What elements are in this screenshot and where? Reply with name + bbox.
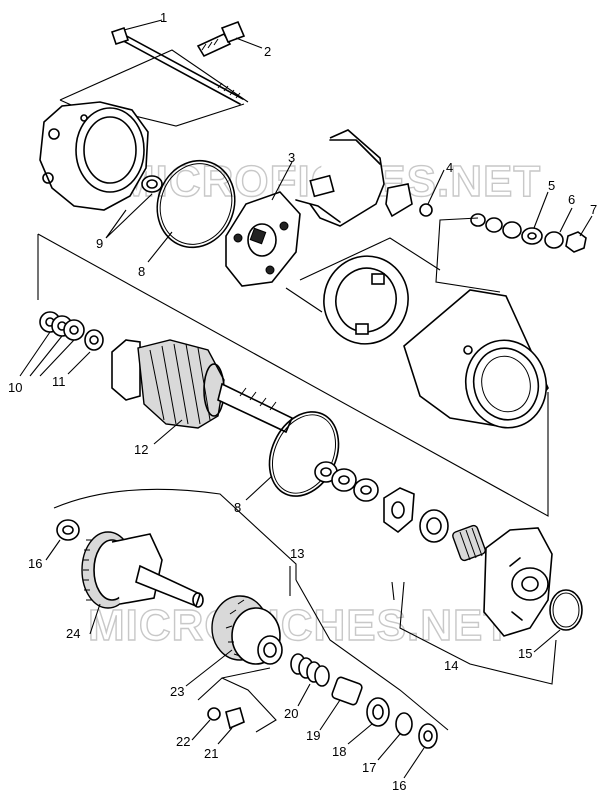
callout-2: 2	[264, 44, 271, 59]
front-cover-part	[39, 101, 163, 211]
callout-15: 15	[518, 646, 532, 661]
o-ring-15-part	[549, 589, 583, 631]
clutch-assembly-23	[211, 595, 283, 665]
nut-21-part	[225, 707, 245, 730]
guide-lines-washers	[435, 217, 501, 293]
yoke-housing-part	[403, 289, 549, 429]
callout-8-lower: 8	[234, 500, 241, 515]
washer-set-5-7	[470, 213, 587, 253]
callout-23: 23	[170, 684, 184, 699]
bracket-13-top	[53, 488, 297, 580]
spring-20-part	[290, 653, 330, 687]
gear-shaft-24-part	[81, 531, 204, 609]
washer-16-lower-part	[418, 723, 438, 749]
terminal-assembly-part	[295, 129, 413, 227]
washer-22-part	[207, 707, 221, 721]
callout-19: 19	[306, 728, 320, 743]
callout-3: 3	[288, 150, 295, 165]
brush-holder-part	[225, 191, 301, 287]
sleeve-19-part	[331, 676, 363, 706]
callout-5: 5	[548, 178, 555, 193]
callout-24: 24	[66, 626, 80, 641]
washer-11-part	[84, 329, 104, 351]
callout-13: 13	[290, 546, 304, 561]
bearing-18-part	[366, 697, 390, 727]
callout-9: 9	[96, 236, 103, 251]
callout-7: 7	[590, 202, 597, 217]
clip-17-part	[395, 712, 413, 736]
lock-plate-part	[383, 487, 415, 534]
washer-16-upper-part	[56, 519, 80, 541]
short-bolt-part	[196, 20, 246, 58]
callout-10: 10	[8, 380, 22, 395]
callout-22: 22	[176, 734, 190, 749]
washer-group-mid	[314, 461, 379, 502]
callout-17: 17	[362, 760, 376, 775]
callout-16-lower: 16	[392, 778, 406, 793]
leader-lines	[19, 19, 593, 779]
bracket-14	[399, 581, 557, 685]
callout-6: 6	[568, 192, 575, 207]
callout-20: 20	[284, 706, 298, 721]
callout-16-upper: 16	[28, 556, 42, 571]
o-ring-upper-part	[156, 159, 236, 249]
guide-line-long	[37, 233, 549, 517]
callout-18: 18	[332, 744, 346, 759]
callout-12: 12	[134, 442, 148, 457]
rear-housing-part	[483, 527, 553, 637]
through-bolt-part	[110, 26, 244, 105]
callout-8-upper: 8	[138, 264, 145, 279]
bearing-group	[419, 509, 486, 562]
callout-11: 11	[52, 374, 66, 389]
callout-14: 14	[444, 658, 458, 673]
callout-21: 21	[204, 746, 218, 761]
washer-stack-10	[39, 311, 85, 341]
armature-part	[111, 339, 294, 434]
brush-ring-part	[323, 255, 409, 345]
callout-labels: 1 2 3 4 5 6 7 8 9 10 11 12 8 13 14 15 16…	[8, 10, 597, 793]
callout-1: 1	[160, 10, 167, 25]
washer-4-part	[419, 203, 433, 217]
watermark-bottom: MICROFICHES.NET	[88, 601, 511, 650]
callout-4: 4	[446, 160, 453, 175]
